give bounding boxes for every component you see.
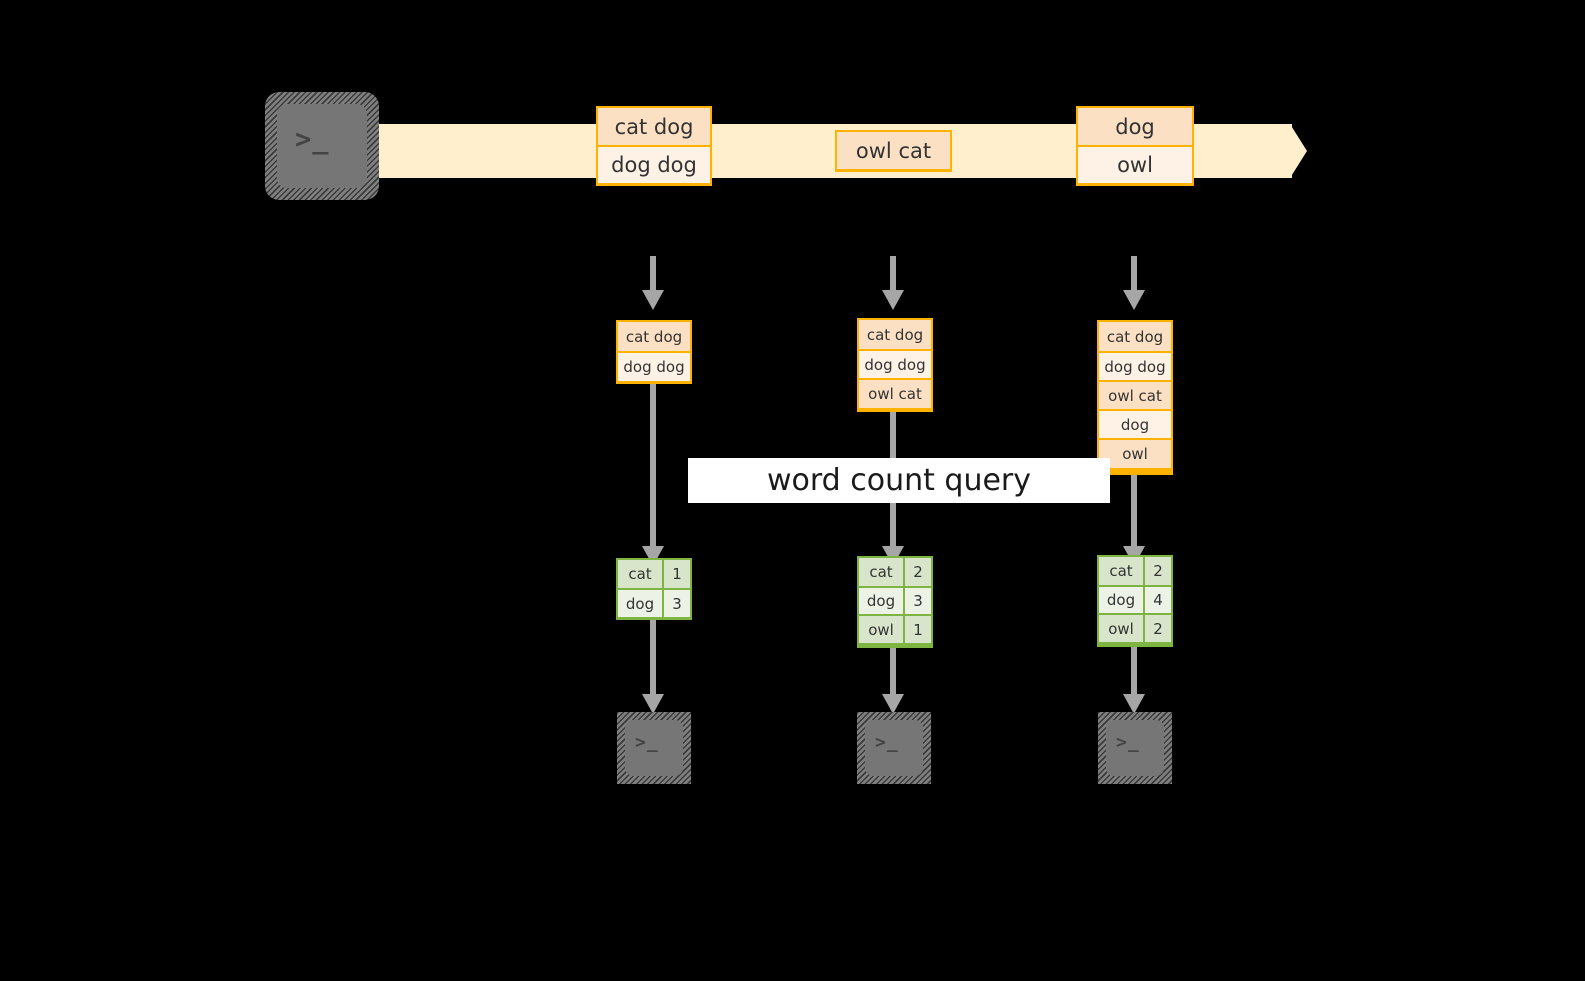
result-row: dog 3	[859, 586, 931, 614]
stream-arrowhead	[1290, 124, 1307, 178]
result-row: cat 1	[618, 560, 690, 588]
result-row: dog 3	[618, 588, 690, 617]
sink-arrow-1	[650, 620, 656, 698]
source-terminal: >_	[265, 92, 379, 200]
terminal-body	[625, 720, 683, 776]
result-word: cat	[1099, 557, 1143, 585]
stream-record-line: owl	[1078, 145, 1192, 183]
sink-arrowhead-2	[882, 694, 904, 714]
stream-record-line: cat dog	[598, 108, 710, 145]
result-table-2: cat 2 dog 3 owl 1	[857, 556, 933, 648]
result-row: cat 2	[1099, 557, 1171, 585]
result-table-1: cat 1 dog 3	[616, 558, 692, 620]
stream-record-2: owl cat	[835, 130, 952, 172]
terminal-prompt-glyph: >_	[1116, 732, 1140, 753]
query-label: word count query	[688, 458, 1110, 503]
terminal-body	[277, 104, 367, 188]
result-row: dog 4	[1099, 585, 1171, 613]
terminal-prompt-glyph: >_	[295, 124, 330, 155]
sink-arrowhead-1	[642, 694, 664, 714]
result-word: dog	[618, 590, 662, 617]
snapshot-arrowhead-2	[882, 290, 904, 310]
stream-record-3: dog owl	[1076, 106, 1194, 186]
result-word: cat	[859, 558, 903, 586]
sink-arrow-3	[1131, 647, 1137, 698]
result-table-3: cat 2 dog 4 owl 2	[1097, 555, 1173, 647]
snapshot-dashed-arrow-2	[890, 256, 896, 292]
snapshot-table-2: cat dog dog dog owl cat	[857, 318, 933, 412]
sink-terminal-3: >_	[1098, 712, 1172, 784]
result-count: 2	[903, 558, 931, 586]
terminal-body	[865, 720, 923, 776]
snapshot-line: dog dog	[859, 349, 931, 378]
stream-record-line: dog dog	[598, 145, 710, 183]
result-row: owl 2	[1099, 613, 1171, 642]
result-row: cat 2	[859, 558, 931, 586]
snapshot-line: cat dog	[1099, 322, 1171, 351]
stream-record-line: owl cat	[837, 132, 950, 169]
sink-terminal-1: >_	[617, 712, 691, 784]
snapshot-line: dog dog	[618, 351, 690, 381]
snapshot-table-3: cat dog dog dog owl cat dog owl	[1097, 320, 1173, 475]
result-count: 1	[903, 616, 931, 643]
result-word: dog	[859, 588, 903, 614]
snapshot-line: dog dog	[1099, 351, 1171, 380]
snapshot-table-1: cat dog dog dog	[616, 320, 692, 384]
sink-terminal-2: >_	[857, 712, 931, 784]
snapshot-dashed-arrow-3	[1131, 256, 1137, 292]
snapshot-arrowhead-3	[1123, 290, 1145, 310]
snapshot-line: owl cat	[859, 378, 931, 408]
result-count: 1	[662, 560, 690, 588]
result-count: 3	[903, 588, 931, 614]
result-count: 2	[1143, 557, 1171, 585]
stream-record-1: cat dog dog dog	[596, 106, 712, 186]
terminal-prompt-glyph: >_	[635, 732, 659, 753]
result-word: cat	[618, 560, 662, 588]
result-count: 3	[662, 590, 690, 617]
terminal-body	[1106, 720, 1164, 776]
snapshot-line: owl cat	[1099, 380, 1171, 409]
result-word: dog	[1099, 587, 1143, 613]
result-count: 2	[1143, 615, 1171, 642]
result-word: owl	[859, 616, 903, 643]
snapshot-line: cat dog	[618, 322, 690, 351]
result-row: owl 1	[859, 614, 931, 643]
query-arrow-3	[1131, 475, 1137, 558]
sink-arrowhead-3	[1123, 694, 1145, 714]
snapshot-line: cat dog	[859, 320, 931, 349]
snapshot-dashed-arrow-1	[650, 256, 656, 292]
snapshot-line: owl	[1099, 438, 1171, 468]
sink-arrow-2	[890, 648, 896, 698]
result-word: owl	[1099, 615, 1143, 642]
stream-record-line: dog	[1078, 108, 1192, 145]
query-arrow-1	[650, 384, 656, 558]
terminal-prompt-glyph: >_	[875, 732, 899, 753]
snapshot-arrowhead-1	[642, 290, 664, 310]
result-count: 4	[1143, 587, 1171, 613]
snapshot-line: dog	[1099, 409, 1171, 438]
